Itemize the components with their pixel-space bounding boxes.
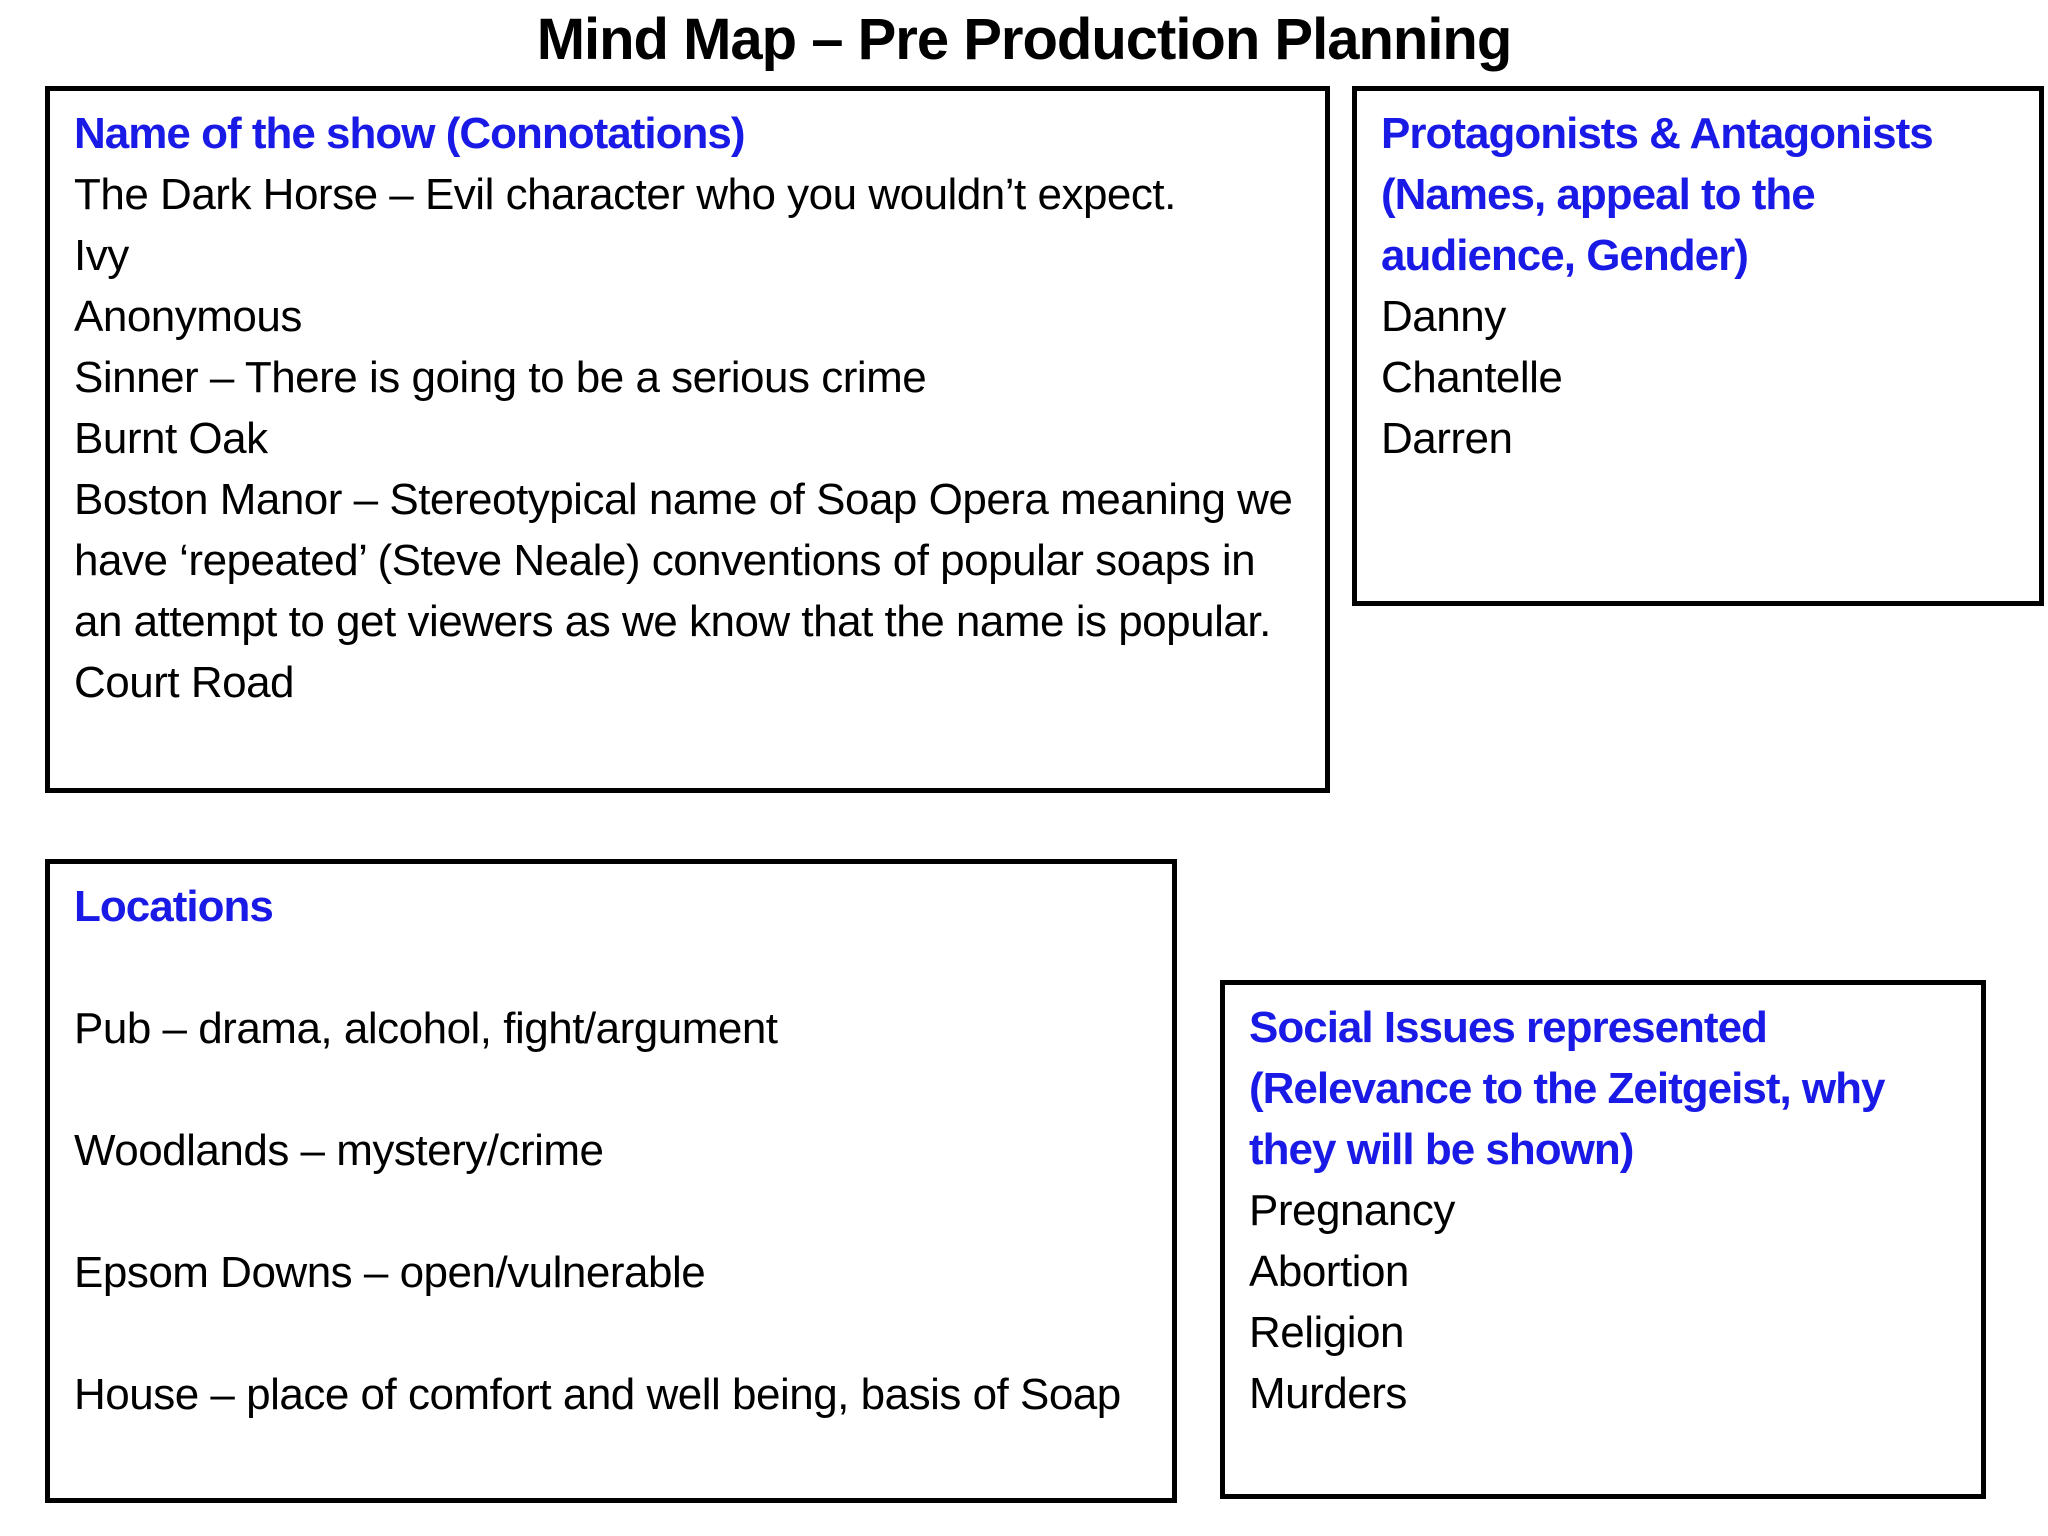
show-name-item: Anonymous [74,292,302,341]
social-issue-item: Religion [1249,1308,1404,1357]
locations-box: Locations Pub – drama, alcohol, fight/ar… [45,859,1177,1503]
show-name-item: Court Road [74,658,295,707]
page-title: Mind Map – Pre Production Planning [536,7,1513,72]
name-of-show-heading: Name of the show (Connotations) [74,109,746,158]
show-name-item: Ivy [74,231,129,280]
show-name-item: Boston Manor – Stereotypical name of Soa… [74,475,1293,646]
social-issues-box: Social Issues represented (Relevance to … [1220,980,1986,1499]
location-item: Woodlands – mystery/crime [74,1126,604,1175]
character-name: Danny [1381,292,1506,341]
social-issues-heading: Social Issues represented (Relevance to … [1249,1003,1886,1174]
show-name-item: The Dark Horse – Evil character who you … [74,170,1176,219]
social-issue-item: Pregnancy [1249,1186,1455,1235]
social-issue-item: Murders [1249,1369,1407,1418]
location-item: Pub – drama, alcohol, fight/argument [74,1004,778,1053]
character-name: Darren [1381,414,1513,463]
show-name-item: Sinner – There is going to be a serious … [74,353,927,402]
protagonists-antagonists-box: Protagonists & Antagonists (Names, appea… [1352,86,2044,606]
character-name: Chantelle [1381,353,1563,402]
location-item: Epsom Downs – open/vulnerable [74,1248,706,1297]
protagonists-heading: Protagonists & Antagonists (Names, appea… [1381,109,1934,280]
name-of-show-box: Name of the show (Connotations) The Dark… [45,86,1330,793]
locations-heading: Locations [74,882,274,931]
social-issue-item: Abortion [1249,1247,1409,1296]
show-name-item: Burnt Oak [74,414,268,463]
location-item: House – place of comfort and well being,… [74,1370,1121,1419]
